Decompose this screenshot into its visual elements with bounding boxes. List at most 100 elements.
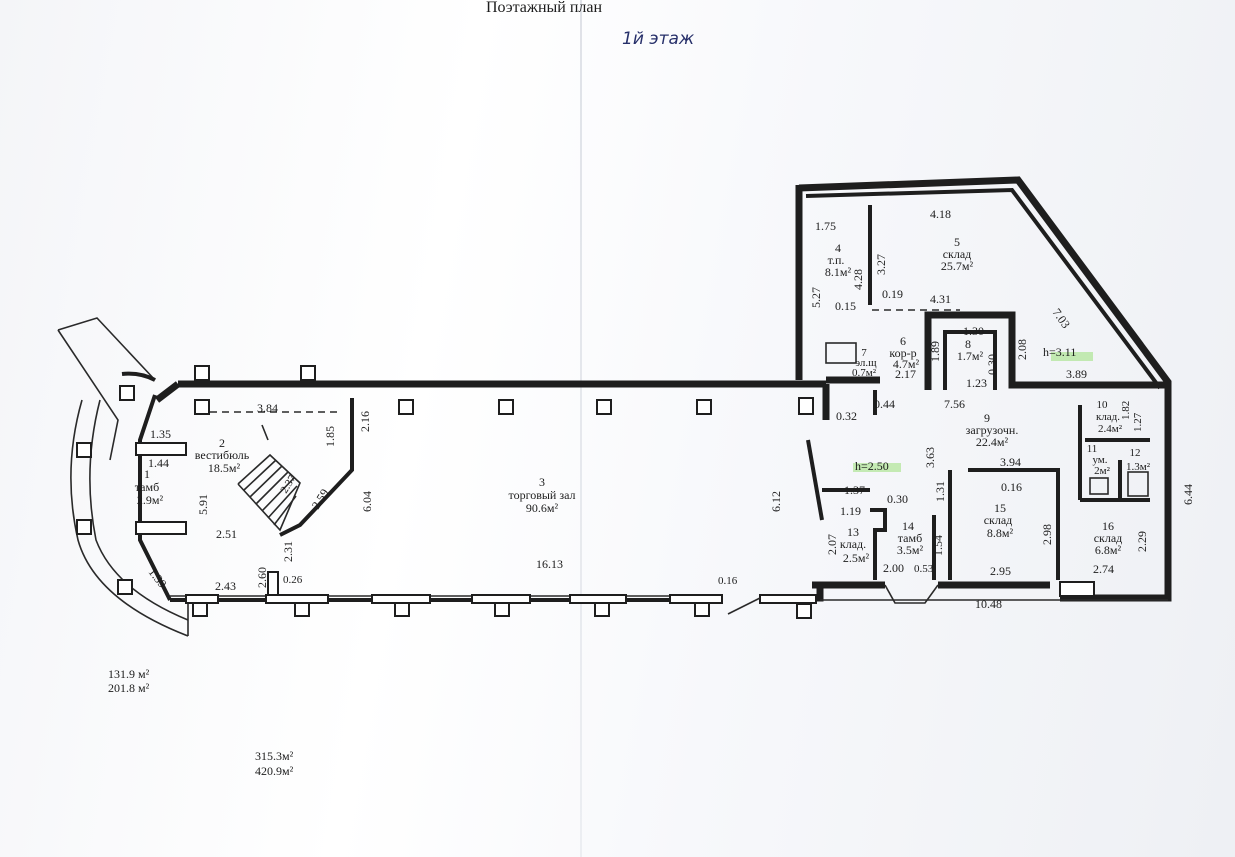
dim-7-03: 7.03	[1050, 306, 1074, 331]
total-area-2: 201.8 м²	[108, 681, 150, 695]
dim-16-13: 16.13	[536, 557, 563, 571]
room-4-area: 8.1м²	[825, 265, 852, 279]
dim-3-89: 3.89	[1066, 367, 1087, 381]
room-13-area: 2.5м²	[843, 551, 870, 565]
column	[696, 399, 712, 415]
column	[294, 601, 310, 617]
room-labels: 1 тамб 2.9м² 2 вестибюль 18.5м² 3 торгов…	[135, 235, 1151, 565]
room-14-name: тамб	[898, 531, 922, 545]
dim-1-82: 1.82	[1120, 401, 1132, 420]
dim-7-56: 7.56	[944, 397, 965, 411]
room-4-number: 4	[835, 241, 841, 255]
dim-0-16-b: 0.16	[1001, 480, 1022, 494]
room-3-name: торговый зал	[508, 488, 575, 502]
room-5-name: склад	[943, 247, 972, 261]
dim-10-48: 10.48	[975, 597, 1002, 611]
dim-2-29: 2.29	[1135, 531, 1149, 552]
room-1-number: 1	[144, 467, 150, 481]
room-8-number: 8	[965, 337, 971, 351]
dim-1-31: 1.31	[933, 481, 947, 502]
dim-5-91: 5.91	[196, 494, 210, 515]
dim-2-07: 2.07	[825, 534, 839, 555]
room-12-area: 1.3м²	[1126, 461, 1151, 473]
room-14-area: 3.5м²	[897, 543, 924, 557]
dim-3-27: 3.27	[874, 254, 888, 275]
dim-2-51: 2.51	[216, 527, 237, 541]
column	[394, 601, 410, 617]
highlight-h311	[1051, 352, 1093, 361]
dimension-labels-vertical: 5.91 1.39 1.85 2.16 6.04 2.59 2.37 2.31 …	[146, 254, 1195, 590]
dim-2-17: 2.17	[895, 367, 916, 381]
dim-4-18: 4.18	[930, 207, 951, 221]
room-15-area: 8.8м²	[987, 526, 1014, 540]
dim-1-39: 1.39	[146, 565, 170, 590]
column	[119, 385, 135, 401]
column	[594, 601, 610, 617]
dim-4-28: 4.28	[851, 269, 865, 290]
room-3-number: 3	[539, 475, 545, 489]
dim-2-00: 2.00	[883, 561, 904, 575]
column	[596, 399, 612, 415]
dimension-labels: 1.35 1.44 3.84 2.51 0.26 2.43 16.13 0.16…	[148, 207, 1114, 611]
dim-0-32: 0.32	[836, 409, 857, 423]
column	[194, 399, 210, 415]
column	[117, 579, 133, 595]
dim-0-53: 0.53	[914, 563, 934, 575]
dim-0-19: 0.19	[882, 287, 903, 301]
dim-0-30-a: 0.30	[985, 354, 999, 375]
height-label-h250: h=2.50	[855, 459, 889, 473]
column	[135, 442, 187, 456]
room-6-number: 6	[900, 334, 906, 348]
room-9-number: 9	[984, 411, 990, 425]
room-2-area: 18.5м²	[208, 461, 241, 475]
facade-windows	[185, 581, 1095, 615]
dim-1-75: 1.75	[815, 219, 836, 233]
dim-1-85: 1.85	[323, 426, 337, 447]
room-4-name: т.п.	[828, 253, 845, 267]
dim-2-95: 2.95	[990, 564, 1011, 578]
column	[194, 365, 210, 381]
room-10-name: клад.	[1096, 411, 1120, 423]
room-5-area: 25.7м²	[941, 259, 974, 273]
dim-6-44: 6.44	[1181, 484, 1195, 505]
dim-1-54: 1.54	[931, 535, 945, 556]
dim-2-16: 2.16	[358, 411, 372, 432]
room-2-number: 2	[219, 436, 225, 450]
dim-1-30: 1.30	[963, 324, 984, 338]
room-15-number: 15	[994, 501, 1006, 515]
room-10-area: 2.4м²	[1098, 423, 1123, 435]
room-16-area: 6.8м²	[1095, 543, 1122, 557]
dim-1-89: 1.89	[928, 341, 942, 362]
room-12-number: 12	[1130, 447, 1141, 459]
paper-fold	[580, 0, 582, 857]
column	[76, 442, 92, 458]
room-15-name: склад	[984, 513, 1013, 527]
outer-walls	[138, 176, 1172, 602]
column	[798, 397, 814, 415]
room-3-area: 90.6м²	[526, 501, 559, 515]
total-area-4: 420.9м²	[255, 764, 294, 778]
dim-3-63: 3.63	[923, 447, 937, 468]
columns	[76, 365, 814, 619]
dim-2-74: 2.74	[1093, 562, 1114, 576]
highlight-h250	[853, 463, 901, 472]
dim-6-12: 6.12	[769, 491, 783, 512]
entrance-structure	[57, 317, 189, 637]
column	[135, 521, 187, 535]
room-8-area: 1.7м²	[957, 349, 984, 363]
dim-2-08: 2.08	[1015, 339, 1029, 360]
room-16-name: склад	[1094, 531, 1123, 545]
column	[498, 399, 514, 415]
room-11-area: 2м²	[1094, 465, 1110, 477]
column	[300, 365, 316, 381]
dim-0-44: 0.44	[874, 397, 895, 411]
room-13-number: 13	[847, 525, 859, 539]
room-11-number: 11	[1087, 443, 1098, 455]
dim-2-31: 2.31	[281, 541, 295, 562]
height-label-h311: h=3.11	[1043, 345, 1076, 359]
dim-0-16-a: 0.16	[718, 575, 738, 587]
room-6-name: кор-р	[889, 346, 916, 360]
dim-3-84: 3.84	[257, 401, 278, 415]
